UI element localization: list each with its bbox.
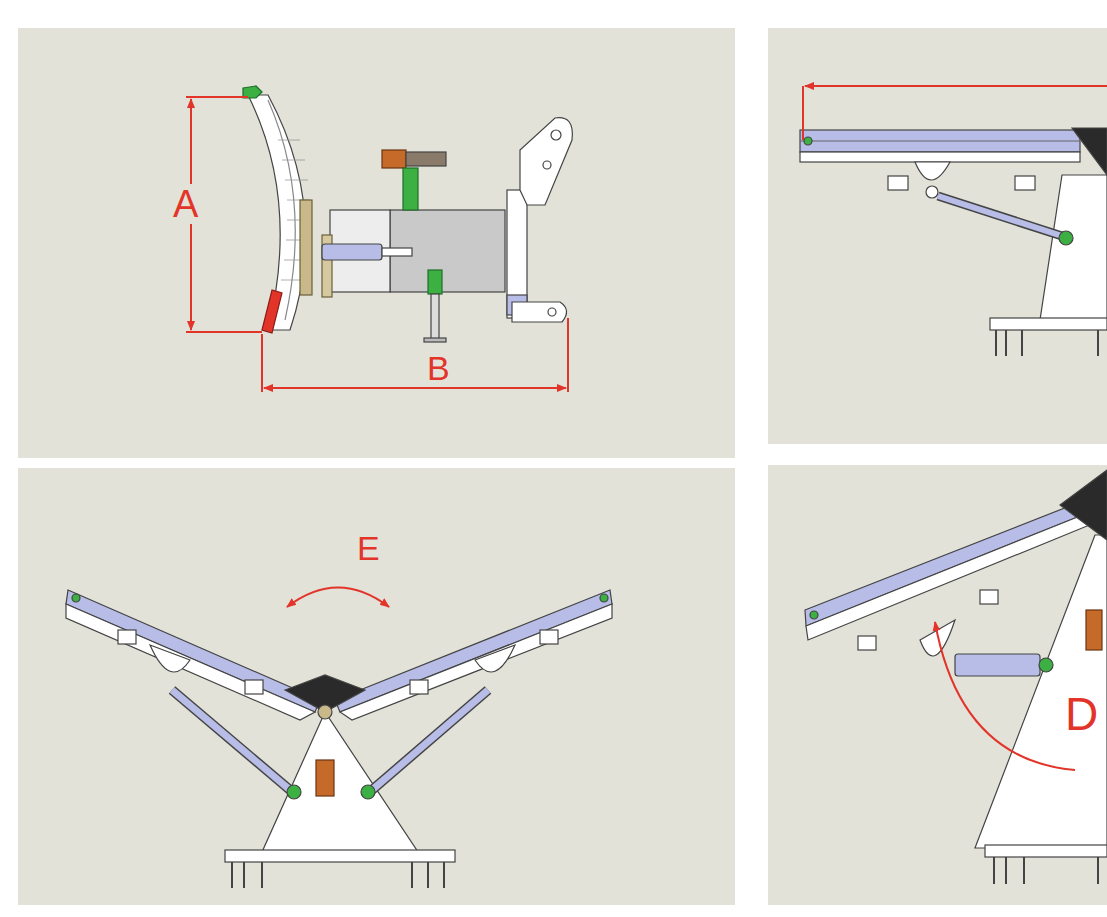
dimension-label: E xyxy=(354,530,383,566)
angle-arc xyxy=(935,622,1075,770)
dimension-lines xyxy=(803,86,1107,140)
side-view xyxy=(243,86,572,342)
panel xyxy=(18,28,735,458)
top-view-v xyxy=(66,590,612,888)
top-view-angled xyxy=(805,470,1107,884)
dimension-label: D xyxy=(1062,690,1101,738)
top-view-straight xyxy=(800,128,1107,356)
dimension-label: A xyxy=(170,184,201,224)
dimension-label: B xyxy=(424,350,453,386)
angle-arc xyxy=(287,588,389,608)
dimension-lines xyxy=(186,97,568,392)
panel xyxy=(768,465,1107,905)
panel xyxy=(18,468,735,905)
panel xyxy=(768,28,1107,444)
